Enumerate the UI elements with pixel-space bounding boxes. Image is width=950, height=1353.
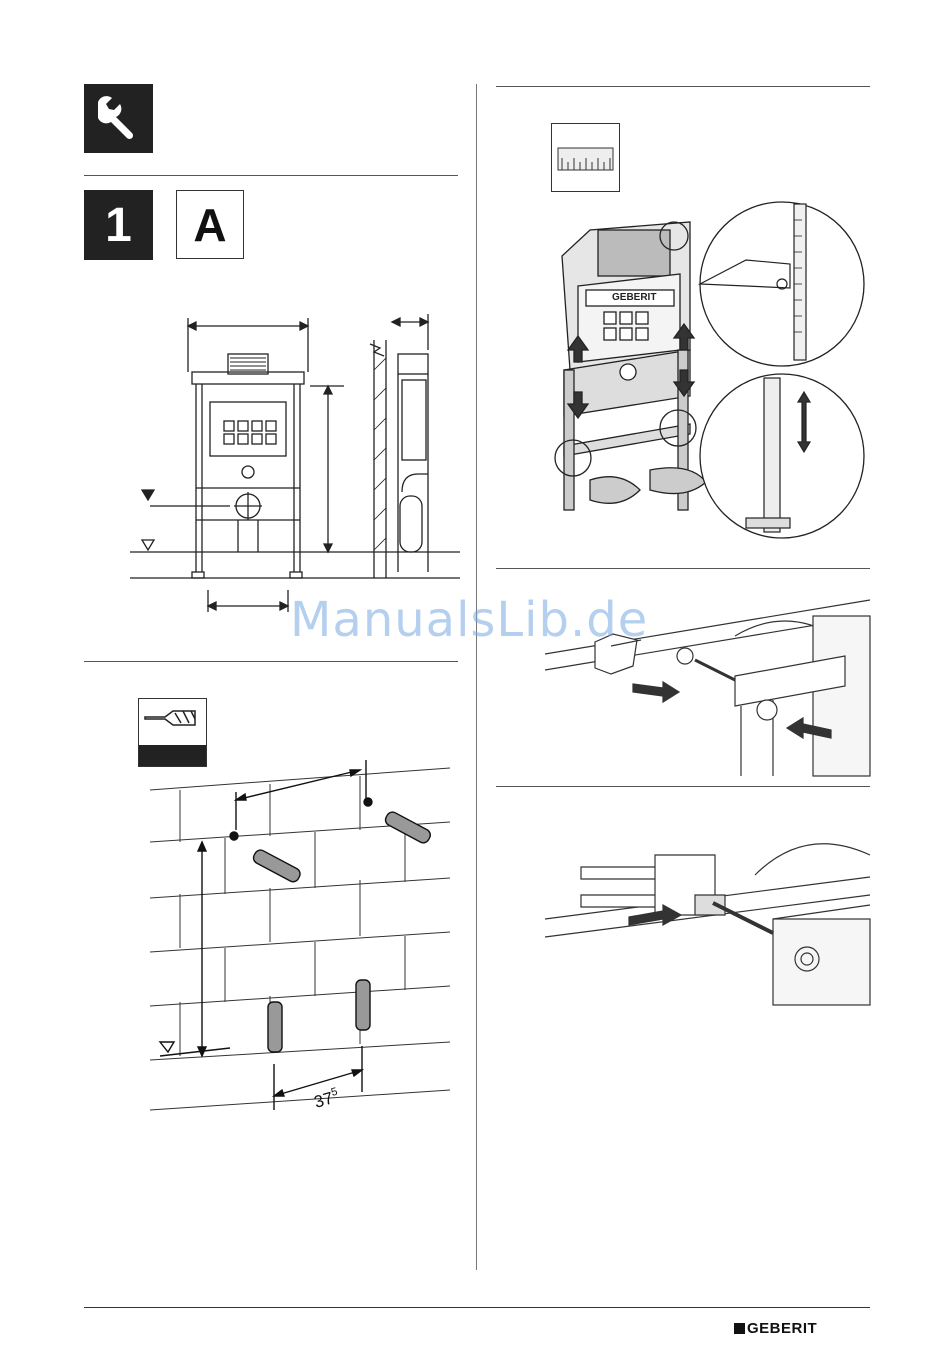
- brand-logo: GEBERIT: [734, 1320, 817, 1337]
- step-number: 1: [84, 190, 153, 260]
- brand-square: [734, 1323, 745, 1334]
- watermark: ManualsLib.de: [290, 592, 648, 648]
- section-divider: [84, 661, 458, 662]
- section-divider: [496, 86, 870, 87]
- ruler-icon-box: [551, 123, 620, 192]
- frame-brand-label: GEBERIT: [612, 292, 656, 303]
- section-divider: [496, 568, 870, 569]
- frame-dimension-diagram: [130, 310, 460, 620]
- bracket-insertion-diagram: [545, 815, 870, 1005]
- brand-name: GEBERIT: [747, 1320, 817, 1337]
- step-variant: A: [176, 190, 244, 259]
- section-divider: [84, 175, 458, 176]
- wall-anchor-diagram: 375: [140, 730, 460, 1120]
- frame-height-diagram: GEBERIT: [550, 200, 870, 540]
- anchor-spacing-label: 375: [312, 1086, 342, 1112]
- column-divider: [476, 84, 477, 1270]
- section-divider: [496, 786, 870, 787]
- tool-icon-box: [84, 84, 153, 153]
- wrench-icon: [84, 84, 153, 153]
- footer-divider: [84, 1307, 870, 1308]
- ruler-icon: [552, 124, 619, 191]
